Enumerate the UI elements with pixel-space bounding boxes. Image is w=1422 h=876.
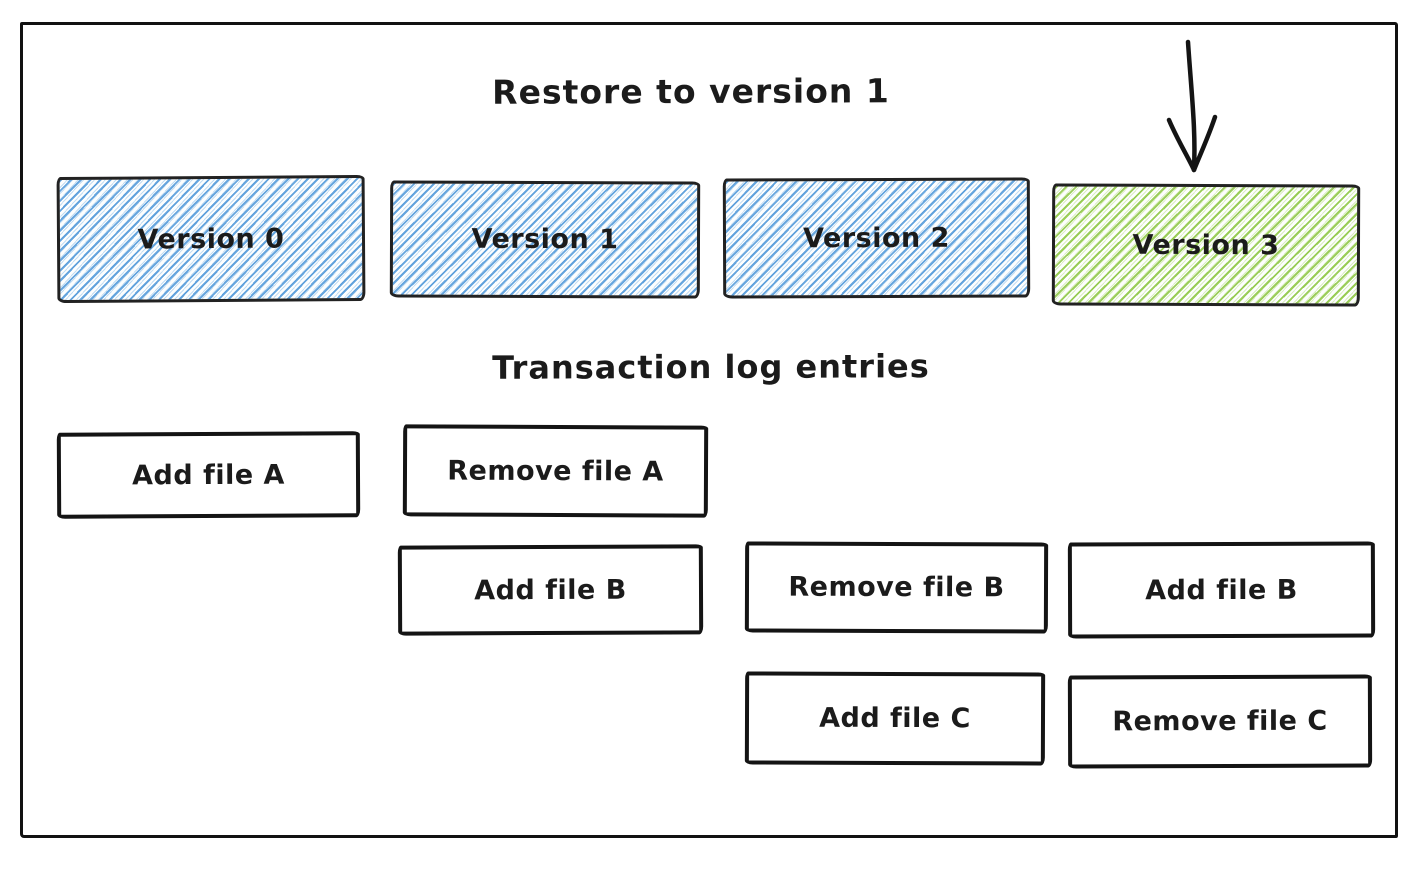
version-label: Version 1 (471, 223, 619, 256)
log-entry-add-file-c: Add file C (744, 671, 1046, 766)
log-entry-add-file-a: Add file A (56, 431, 361, 519)
log-entry-label: Add file B (1145, 574, 1298, 606)
log-entry-add-file-b-2: Add file B (1067, 541, 1376, 639)
log-entry-label: Add file A (131, 459, 285, 491)
diagram-title: Restore to version 1 (492, 71, 890, 112)
log-entry-label: Remove file A (447, 455, 664, 487)
outer-frame (20, 22, 1398, 838)
version-box-2: Version 2 (722, 177, 1031, 299)
version-box-0: Version 0 (56, 174, 366, 304)
log-entry-add-file-b: Add file B (397, 544, 704, 636)
version-label: Version 2 (803, 222, 950, 254)
log-entry-label: Add file C (819, 702, 971, 735)
log-entry-label: Remove file C (1112, 705, 1328, 738)
log-entry-label: Remove file B (788, 571, 1005, 604)
version-box-1: Version 1 (389, 180, 701, 299)
version-label: Version 0 (137, 222, 285, 256)
log-entry-label: Add file B (474, 574, 627, 606)
version-label: Version 3 (1132, 229, 1280, 261)
transaction-log-heading: Transaction log entries (492, 347, 930, 387)
log-entry-remove-file-b: Remove file B (744, 541, 1049, 634)
log-entry-remove-file-c: Remove file C (1067, 674, 1373, 769)
version-box-3: Version 3 (1051, 183, 1361, 307)
log-entry-remove-file-a: Remove file A (402, 424, 709, 518)
